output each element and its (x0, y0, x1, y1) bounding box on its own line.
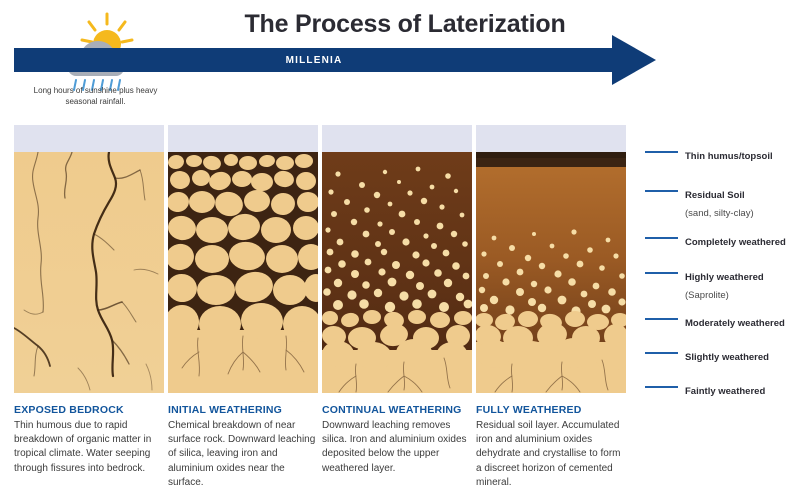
caption-text: Thin humous due to rapid breakdown of or… (14, 420, 152, 474)
caption-heading: INITIAL WEATHERING (168, 404, 283, 416)
legend-item-residual-soil: Residual Soil (sand, silty-clay) (645, 185, 754, 221)
legend-label: Highly weathered (685, 272, 764, 283)
panel-body (476, 152, 626, 393)
legend-line-icon (645, 318, 678, 320)
timeline-arrow-head (612, 35, 656, 85)
legend-line-icon (645, 352, 678, 354)
legend-item-moderately-weathered: Moderately weathered (645, 313, 785, 331)
blocky-weathering-graphic (168, 152, 318, 393)
sky-band (14, 125, 164, 152)
timeline-arrow-bar (14, 48, 614, 72)
legend-sublabel: (Saprolite) (685, 290, 729, 301)
caption-text: Downward leaching removes silica. Iron a… (322, 420, 467, 474)
panel-body (168, 152, 318, 393)
page-title: The Process of Laterization (244, 10, 566, 38)
timeline-label: MILLENIA (285, 54, 343, 66)
legend-label: Thin humus/topsoil (685, 151, 773, 162)
legend-label: Faintly weathered (685, 386, 766, 397)
panel-exposed-bedrock (14, 125, 164, 393)
sky-band (168, 125, 318, 152)
caption-heading: FULLY WEATHERED (476, 404, 582, 416)
panel-fully-weathered (476, 125, 626, 393)
bedrock-cracks-graphic (14, 152, 164, 393)
legend-item-faintly-weathered: Faintly weathered (645, 381, 765, 399)
caption-heading: CONTINUAL WEATHERING (322, 404, 462, 416)
legend-item-highly-weathered: Highly weathered (Saprolite) (645, 267, 764, 303)
panel-continual-weathering (322, 125, 472, 393)
legend-label: Completely weathered (685, 237, 786, 248)
caption-exposed-bedrock: EXPOSED BEDROCK Thin humous due to rapid… (14, 404, 162, 476)
laterite-profile-graphic (476, 152, 626, 393)
legend-line-icon (645, 386, 678, 388)
caption-text: Residual soil layer. Accumulated iron an… (476, 420, 621, 488)
weather-caption: Long hours of sunshine plus heavy season… (33, 86, 158, 106)
legend-label: Moderately weathered (685, 318, 785, 329)
legend-label: Slightly weathered (685, 352, 769, 363)
legend-line-icon (645, 272, 678, 274)
caption-continual-weathering: CONTINUAL WEATHERING Downward leaching r… (322, 404, 470, 476)
caption-initial-weathering: INITIAL WEATHERING Chemical breakdown of… (168, 404, 316, 490)
sky-band (476, 125, 626, 152)
legend-sublabel: (sand, silty-clay) (685, 208, 754, 219)
caption-fully-weathered: FULLY WEATHERED Residual soil layer. Acc… (476, 404, 624, 490)
panel-initial-weathering (168, 125, 318, 393)
caption-heading: EXPOSED BEDROCK (14, 404, 124, 416)
legend-line-icon (645, 151, 678, 153)
legend-item-slightly-weathered: Slightly weathered (645, 347, 769, 365)
legend-item-thin-humus: Thin humus/topsoil (645, 146, 773, 164)
leached-soil-graphic (322, 152, 472, 393)
legend-label: Residual Soil (685, 190, 745, 201)
legend: Thin humus/topsoil Residual Soil (sand, … (645, 130, 801, 400)
legend-line-icon (645, 190, 678, 192)
panel-body (14, 152, 164, 393)
legend-line-icon (645, 237, 678, 239)
panel-body (322, 152, 472, 393)
sky-band (322, 125, 472, 152)
caption-text: Chemical breakdown of near surface rock.… (168, 420, 316, 488)
legend-item-completely-weathered: Completely weathered (645, 232, 786, 250)
